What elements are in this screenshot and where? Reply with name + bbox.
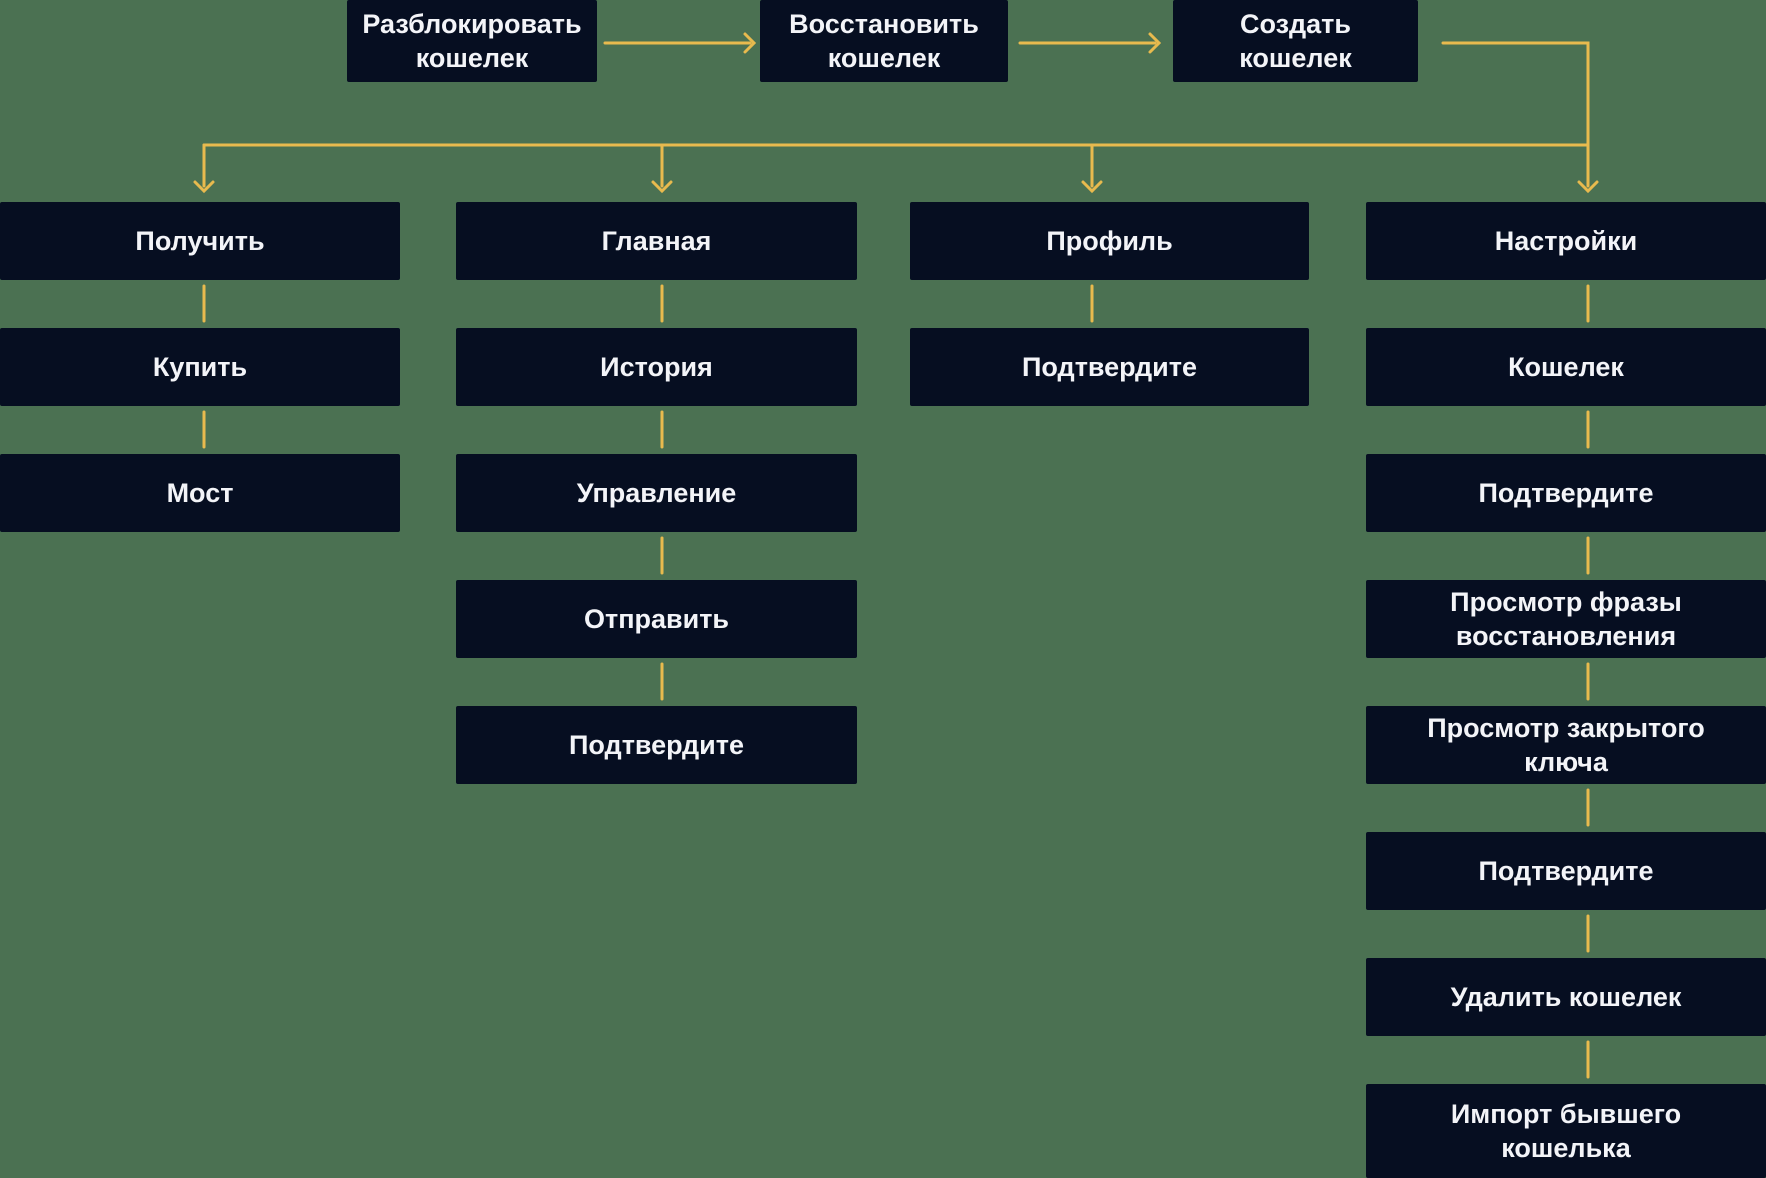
- flow-node-profile-1: Подтвердите: [910, 328, 1309, 406]
- flow-node-main-1: История: [456, 328, 857, 406]
- arrowhead-down-icon: [193, 180, 215, 194]
- flow-node-main-2: Управление: [456, 454, 857, 532]
- branch-rail-line: [202, 41, 1590, 147]
- flow-node-settings-2: Подтвердите: [1366, 454, 1766, 532]
- flow-node-main-0: Главная: [456, 202, 857, 280]
- flow-node-settings-6: Удалить кошелек: [1366, 958, 1766, 1036]
- flow-node-unlock-wallet: Разблокировать кошелек: [347, 0, 597, 82]
- flow-node-main-4: Подтвердите: [456, 706, 857, 784]
- flow-node-receive-1: Купить: [0, 328, 400, 406]
- flow-node-receive-2: Мост: [0, 454, 400, 532]
- flow-arrowhead-right-icon: [743, 32, 757, 54]
- flow-node-settings-4: Просмотр закрытого ключа: [1366, 706, 1766, 784]
- flow-node-settings-1: Кошелек: [1366, 328, 1766, 406]
- flow-node-main-3: Отправить: [456, 580, 857, 658]
- flow-node-create-wallet: Создать кошелек: [1173, 0, 1418, 82]
- flow-node-receive-0: Получить: [0, 202, 400, 280]
- flow-arrowhead-right-icon: [1148, 32, 1162, 54]
- flow-node-settings-3: Просмотр фразы восстановления: [1366, 580, 1766, 658]
- flow-node-settings-7: Импорт бывшего кошелька: [1366, 1084, 1766, 1178]
- arrowhead-down-icon: [651, 180, 673, 194]
- arrowhead-down-icon: [1081, 180, 1103, 194]
- flow-node-profile-0: Профиль: [910, 202, 1309, 280]
- flow-node-settings-0: Настройки: [1366, 202, 1766, 280]
- flow-node-restore-wallet: Восстановить кошелек: [760, 0, 1008, 82]
- flow-node-settings-5: Подтвердите: [1366, 832, 1766, 910]
- arrowhead-down-icon: [1577, 180, 1599, 194]
